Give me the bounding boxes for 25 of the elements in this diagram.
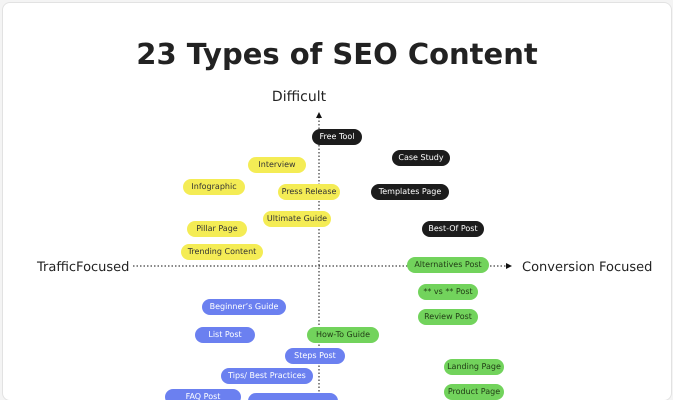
content-type-pill: Interview: [248, 157, 306, 173]
content-type-pill: Pillar Page: [187, 221, 247, 237]
content-type-pill: Tips/ Best Practices: [221, 368, 313, 384]
axis-label: Difficult: [270, 89, 328, 105]
axis-label: Conversion Focused: [522, 260, 652, 275]
content-type-pill: ** vs ** Post: [418, 284, 478, 300]
content-type-pill: Alternatives Post: [407, 257, 489, 273]
axis-label: TrafficFocused: [37, 260, 130, 275]
content-type-pill: Product Page: [444, 384, 504, 400]
content-type-pill: Review Post: [418, 309, 478, 325]
content-type-pill: Beginner’s Guide: [202, 299, 286, 315]
content-type-pill: Press Release: [278, 184, 340, 200]
content-type-pill: Templates Page: [371, 184, 449, 200]
content-type-pill: List Post: [195, 327, 255, 343]
content-type-pill: Best-Of Post: [422, 221, 484, 237]
content-type-pill: FAQ Post: [165, 389, 241, 400]
content-type-pill: Free Tool: [312, 129, 362, 145]
content-type-pill: Steps Post: [285, 348, 345, 364]
content-type-pill: Infographic: [183, 179, 245, 195]
content-type-pill: How-To Guide: [307, 327, 379, 343]
content-type-pill: Case Study: [392, 150, 450, 166]
content-type-pill: Landing Page: [444, 359, 504, 375]
content-type-pill: Ultimate Guide: [263, 211, 331, 227]
content-type-pill: Trending Content: [181, 244, 263, 260]
title: 23 Types of SEO Content: [135, 37, 539, 71]
